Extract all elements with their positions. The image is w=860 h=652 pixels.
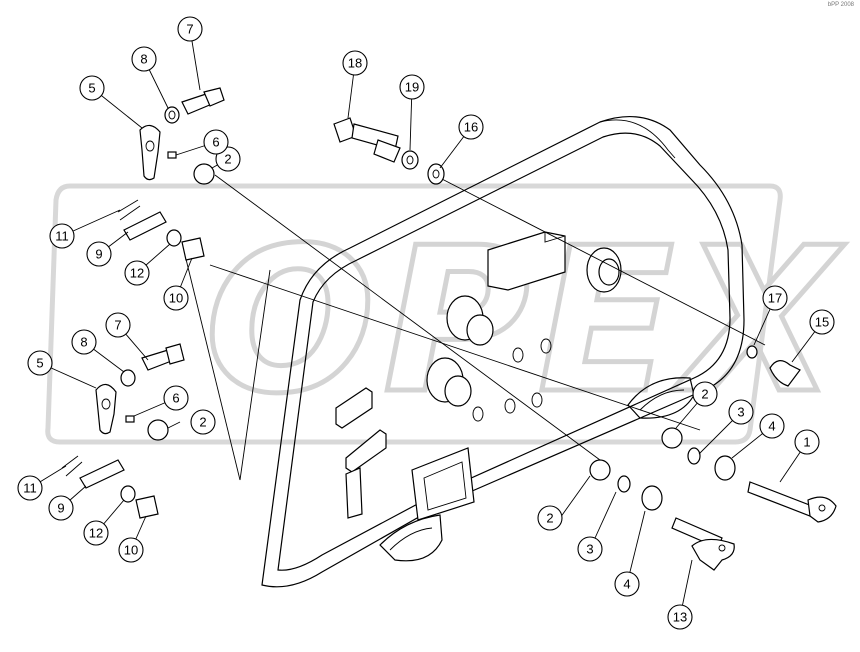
washer-4-lower [641, 485, 663, 511]
svg-text:5: 5 [88, 81, 95, 96]
seal-3-right [687, 447, 701, 465]
bolt-10-lower [135, 495, 159, 519]
callout-5-upper: 5 [79, 75, 105, 101]
washer-16 [427, 163, 445, 185]
callout-13: 13 [667, 604, 693, 630]
callout-7-lower: 7 [105, 312, 131, 338]
shim-9-upper [123, 211, 167, 241]
svg-text:13: 13 [673, 610, 687, 625]
svg-text:9: 9 [57, 501, 64, 516]
wire-11-lower [61, 455, 83, 477]
svg-text:12: 12 [89, 526, 103, 541]
washer-8-lower [120, 369, 136, 387]
svg-text:12: 12 [130, 266, 144, 281]
drawing-code: bPP 2008 [827, 2, 854, 8]
pin-6-lower [125, 415, 135, 423]
svg-text:2: 2 [701, 387, 708, 402]
svg-text:2: 2 [199, 415, 206, 430]
plug-2-lower [147, 419, 169, 441]
washer-12-upper [166, 229, 182, 247]
shim-9-lower [79, 459, 125, 489]
callout-11-upper: 11 [49, 223, 75, 249]
callout-4-bottom: 4 [614, 571, 640, 597]
svg-text:6: 6 [172, 391, 179, 406]
bolt-10-upper [181, 237, 205, 261]
svg-text:3: 3 [737, 405, 744, 420]
callout-9-lower: 9 [48, 495, 74, 521]
callout-2-bottom: 2 [537, 505, 563, 531]
assembly-lines [184, 174, 766, 481]
callout-15: 15 [809, 309, 835, 335]
svg-text:8: 8 [140, 52, 147, 67]
svg-text:17: 17 [768, 291, 782, 306]
callout-6-upper: 6 [203, 129, 229, 155]
callout-18: 18 [342, 50, 368, 76]
svg-text:11: 11 [23, 481, 37, 496]
svg-text:2: 2 [224, 152, 231, 167]
callout-7-upper: 7 [177, 16, 203, 42]
callout-12-upper: 12 [124, 260, 150, 286]
shaft-13 [671, 517, 735, 571]
callout-12-lower: 12 [83, 520, 109, 546]
callout-6-lower: 6 [163, 385, 189, 411]
svg-text:2: 2 [546, 511, 553, 526]
callout-9-upper: 9 [86, 241, 112, 267]
callout-10-lower: 10 [118, 537, 144, 563]
bracket-5-upper [139, 124, 161, 181]
callout-2-lower-left: 2 [190, 409, 216, 435]
svg-text:15: 15 [815, 315, 829, 330]
callout-4-right: 4 [759, 413, 785, 439]
housing-bosses [426, 247, 622, 422]
svg-text:16: 16 [464, 120, 478, 135]
callout-3-bottom: 3 [577, 536, 603, 562]
callout-19: 19 [399, 74, 425, 100]
washer-19 [401, 150, 419, 170]
callout-17: 17 [762, 285, 788, 311]
plug-2-lower-right [589, 459, 611, 481]
svg-text:7: 7 [114, 318, 121, 333]
callouts: 1 2 2 2 2 3 3 4 4 5 5 6 6 7 7 8 8 9 9 10… [17, 16, 835, 630]
callout-16: 16 [458, 114, 484, 140]
callout-1: 1 [794, 429, 820, 455]
svg-text:10: 10 [124, 543, 138, 558]
svg-text:6: 6 [212, 135, 219, 150]
svg-text:3: 3 [586, 542, 593, 557]
callout-10-upper: 10 [163, 285, 189, 311]
pin-6-upper [167, 151, 177, 159]
shaft-1 [747, 481, 837, 523]
callout-8-lower: 8 [71, 329, 97, 355]
bolt-7-lower [141, 343, 185, 371]
svg-text:7: 7 [186, 22, 193, 37]
svg-text:18: 18 [348, 56, 362, 71]
washer-12-lower [120, 485, 136, 503]
washer-8-upper [164, 106, 180, 124]
callout-5-lower: 5 [27, 350, 53, 376]
svg-text:8: 8 [80, 335, 87, 350]
wire-11-upper [117, 199, 141, 221]
seal-3-lower [617, 475, 631, 493]
callout-8-upper: 8 [131, 46, 157, 72]
svg-text:19: 19 [405, 80, 419, 95]
svg-text:9: 9 [95, 247, 102, 262]
plug-2-upper [193, 163, 215, 185]
svg-text:10: 10 [169, 291, 183, 306]
svg-text:11: 11 [55, 229, 69, 244]
plug-2-right [661, 427, 683, 449]
svg-text:1: 1 [803, 435, 810, 450]
callout-11-lower: 11 [17, 475, 43, 501]
svg-text:4: 4 [623, 577, 630, 592]
callout-3-right: 3 [728, 399, 754, 425]
svg-text:4: 4 [768, 419, 775, 434]
washer-4-right [714, 455, 736, 481]
callout-2-right: 2 [692, 381, 718, 407]
bolt-7-upper [181, 87, 225, 115]
parts-group [61, 87, 837, 571]
bolt-18 [333, 117, 401, 163]
svg-text:5: 5 [36, 356, 43, 371]
ring-17 [746, 345, 758, 359]
knob-15 [769, 360, 801, 387]
